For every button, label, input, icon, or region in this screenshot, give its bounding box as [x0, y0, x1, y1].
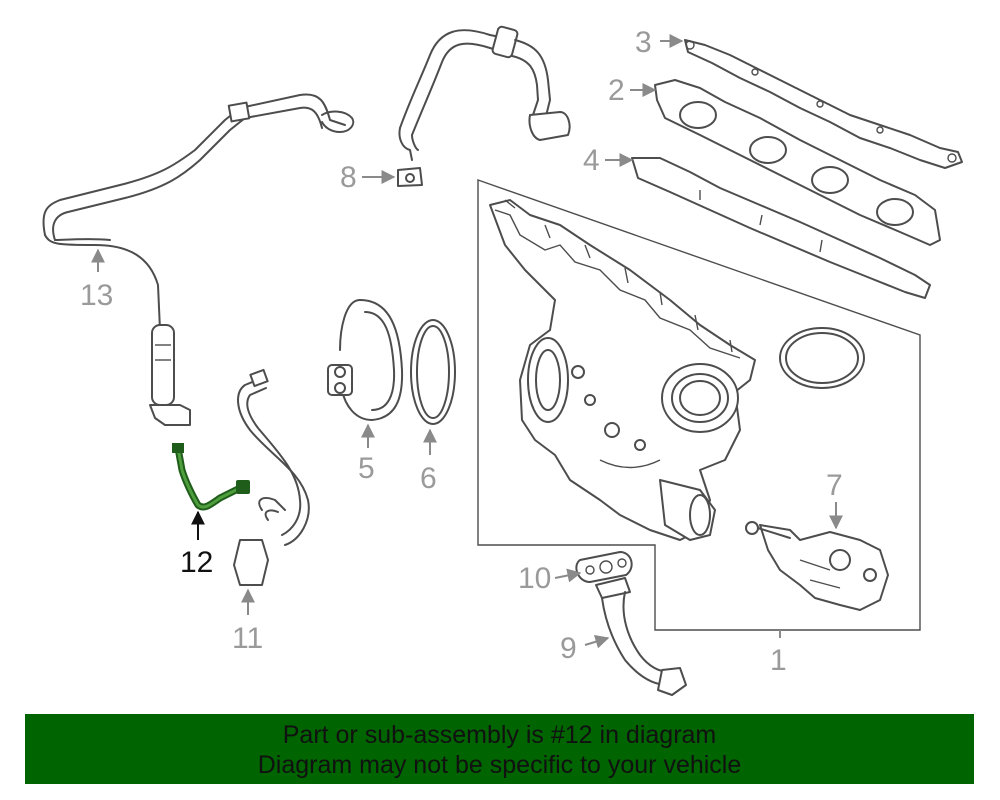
part-10-gasket[interactable] — [575, 551, 633, 583]
turbo-ring-seal[interactable] — [779, 327, 865, 389]
callout-3: 3 — [635, 26, 652, 59]
callout-12: 12 — [180, 546, 213, 579]
callout-6: 6 — [420, 462, 437, 495]
info-banner: Part or sub-assembly is #12 in diagram D… — [25, 714, 974, 784]
part-12-oil-line-highlighted[interactable] — [172, 443, 250, 511]
callout-1: 1 — [770, 644, 787, 677]
callout-7: 7 — [826, 469, 843, 502]
part-2-manifold-gasket[interactable] — [654, 79, 941, 246]
callout-11: 11 — [232, 622, 263, 655]
callout-9: 9 — [560, 632, 577, 665]
banner-line-1: Part or sub-assembly is #12 in diagram — [282, 721, 717, 749]
part-7-actuator[interactable] — [745, 521, 889, 611]
callout-4: 4 — [583, 144, 600, 177]
part-8-pipe[interactable] — [397, 25, 571, 187]
part-12-fitting-end — [236, 480, 250, 494]
callout-2: 2 — [608, 74, 625, 107]
part-11-oil-return[interactable] — [233, 368, 310, 586]
part-1-turbocharger[interactable] — [489, 199, 756, 541]
part-5-vband-clamp[interactable] — [327, 299, 404, 421]
callout-8: 8 — [340, 161, 357, 194]
part-12-fitting-top — [172, 443, 184, 453]
callout-13: 13 — [80, 279, 113, 312]
turbo-assembly-box — [477, 179, 921, 631]
part-3-gasket[interactable] — [684, 39, 963, 169]
part-9-pipe[interactable] — [595, 577, 687, 696]
callout-labels: 1 2 3 4 5 6 7 8 9 10 11 12 13 — [80, 26, 843, 677]
banner-line-2: Diagram may not be specific to your vehi… — [257, 751, 742, 779]
callout-10: 10 — [518, 562, 551, 595]
part-4-gasket-strip[interactable] — [631, 157, 931, 299]
callout-5: 5 — [358, 452, 375, 485]
leader-lines — [91, 34, 843, 649]
part-13-oil-line[interactable] — [42, 93, 355, 426]
part-6-gasket-ring[interactable] — [410, 319, 456, 425]
